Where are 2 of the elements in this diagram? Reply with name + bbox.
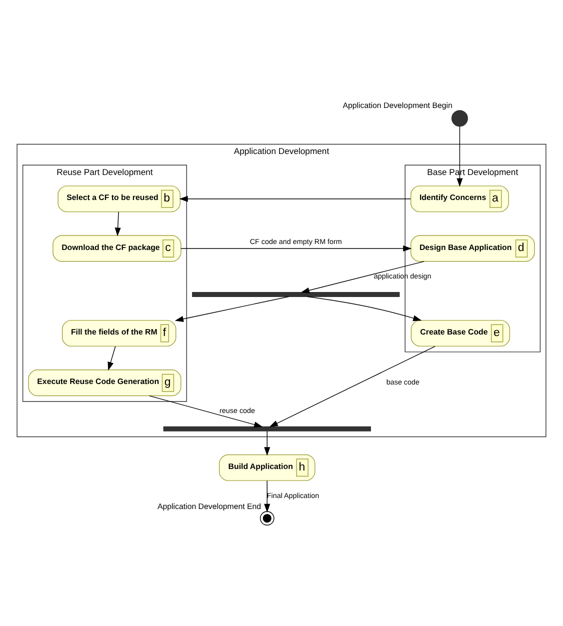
- node-label: Application Development Begin: [342, 100, 452, 110]
- node-label: Application Development End: [158, 502, 262, 511]
